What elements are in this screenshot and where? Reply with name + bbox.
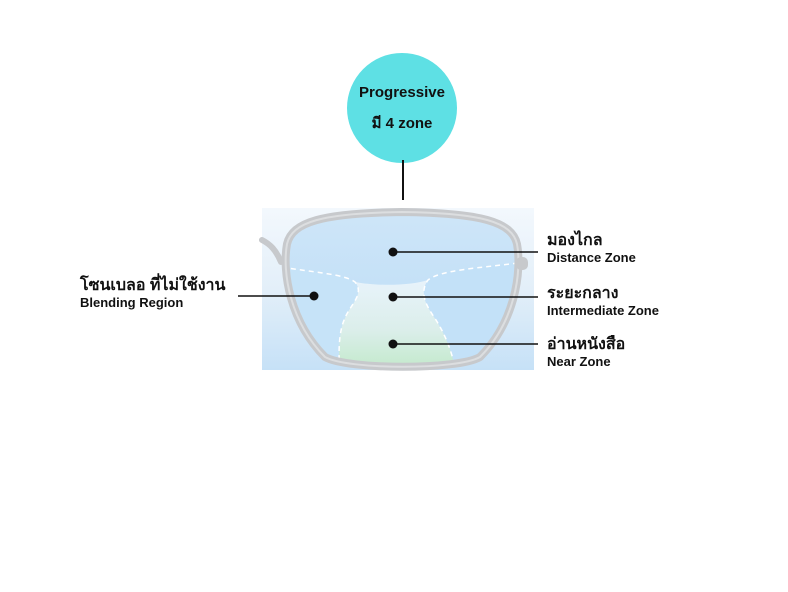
intermediate-near-corridor <box>339 280 456 367</box>
near-zone-thai: อ่านหนังสือ <box>547 336 626 353</box>
blending-region-marker <box>309 291 319 301</box>
blending-boundary-left <box>285 266 360 367</box>
distance-zone-english: Distance Zone <box>547 250 636 265</box>
temple-arm-left <box>259 237 284 265</box>
near-zone-label: อ่านหนังสือ Near Zone <box>547 336 625 370</box>
intermediate-zone-english: Intermediate Zone <box>547 303 659 318</box>
progressive-badge: Progressive มี 4 zone <box>347 53 457 163</box>
badge-title: Progressive <box>359 84 445 101</box>
blending-region-english: Blending Region <box>80 295 184 310</box>
intermediate-zone-marker <box>388 292 398 302</box>
blending-region-label: โซนเบลอ ที่ไม่ใช้งาน Blending Region <box>80 277 225 311</box>
glasses-frame-highlight <box>284 210 520 368</box>
intermediate-zone-label: ระยะกลาง Intermediate Zone <box>547 285 659 319</box>
badge-subtitle: มี 4 zone <box>371 115 433 132</box>
near-zone-english: Near Zone <box>547 354 611 369</box>
distance-zone-thai: มองไกล <box>547 232 603 249</box>
frame-hinge-right <box>516 257 528 270</box>
distance-zone-label: มองไกล Distance Zone <box>547 232 636 266</box>
blending-region-thai: โซนเบลอ ที่ไม่ใช้งาน <box>80 277 226 294</box>
near-zone-marker <box>388 339 398 349</box>
blending-boundary-right <box>423 262 519 367</box>
distance-zone-marker <box>388 247 398 257</box>
intermediate-zone-thai: ระยะกลาง <box>547 285 619 302</box>
badge-connector-line <box>402 160 404 200</box>
